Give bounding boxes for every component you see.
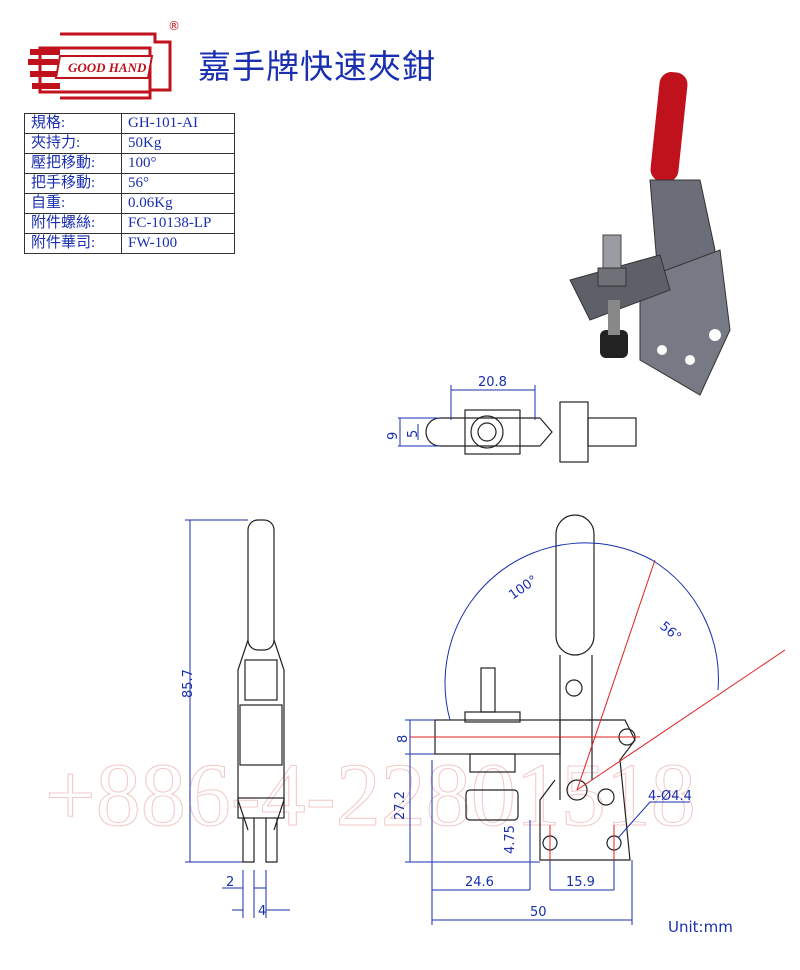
svg-text:85.7: 85.7	[181, 669, 196, 698]
table-row: 自重:0.06Kg	[24, 193, 235, 214]
table-row: 附件螺絲:FC-10138-LP	[24, 213, 235, 234]
table-row: 壓把移動:100°	[24, 153, 235, 174]
svg-text:100°: 100°	[506, 573, 540, 603]
svg-text:15.9: 15.9	[566, 875, 595, 890]
svg-text:4: 4	[258, 904, 266, 919]
svg-text:24.6: 24.6	[465, 875, 494, 890]
svg-text:50: 50	[530, 905, 547, 920]
svg-text:2: 2	[226, 875, 234, 890]
svg-text:9: 9	[386, 432, 401, 440]
side-view: 85.7 2 4	[181, 519, 290, 919]
unit-label: Unit:mm	[668, 918, 733, 936]
svg-text:5: 5	[406, 430, 421, 438]
table-row: 附件華司:FW-100	[24, 233, 235, 254]
svg-text:GOOD HAND: GOOD HAND	[68, 60, 147, 75]
table-row: 夾持力:50Kg	[24, 133, 235, 154]
angle-arc-100	[444, 542, 653, 721]
spec-table: 規格:GH-101-AI 夾持力:50Kg 壓把移動:100° 把手移動:56°…	[24, 113, 235, 254]
watermark: +886-4-22801518	[45, 746, 696, 845]
page-title: 嘉手牌快速夾鉗	[198, 47, 436, 86]
table-row: 規格:GH-101-AI	[24, 113, 235, 134]
top-view: 20.8 9 5	[386, 375, 637, 463]
svg-text:®: ®	[168, 19, 180, 33]
table-row: 把手移動:56°	[24, 173, 235, 194]
product-photo	[569, 72, 731, 396]
svg-text:8: 8	[396, 735, 411, 743]
svg-text:20.8: 20.8	[478, 375, 507, 390]
svg-text:4.75: 4.75	[503, 825, 518, 854]
good-hand-logo: GOOD HAND ®	[28, 19, 180, 100]
front-view: 100° 56° 8 27.2 4.75 24.6 15.9 50 4-Ø4.4	[393, 514, 786, 925]
svg-text:56°: 56°	[657, 619, 684, 645]
angle-arc-56	[651, 559, 719, 691]
svg-text:27.2: 27.2	[393, 791, 408, 820]
svg-text:4-Ø4.4: 4-Ø4.4	[648, 789, 692, 804]
